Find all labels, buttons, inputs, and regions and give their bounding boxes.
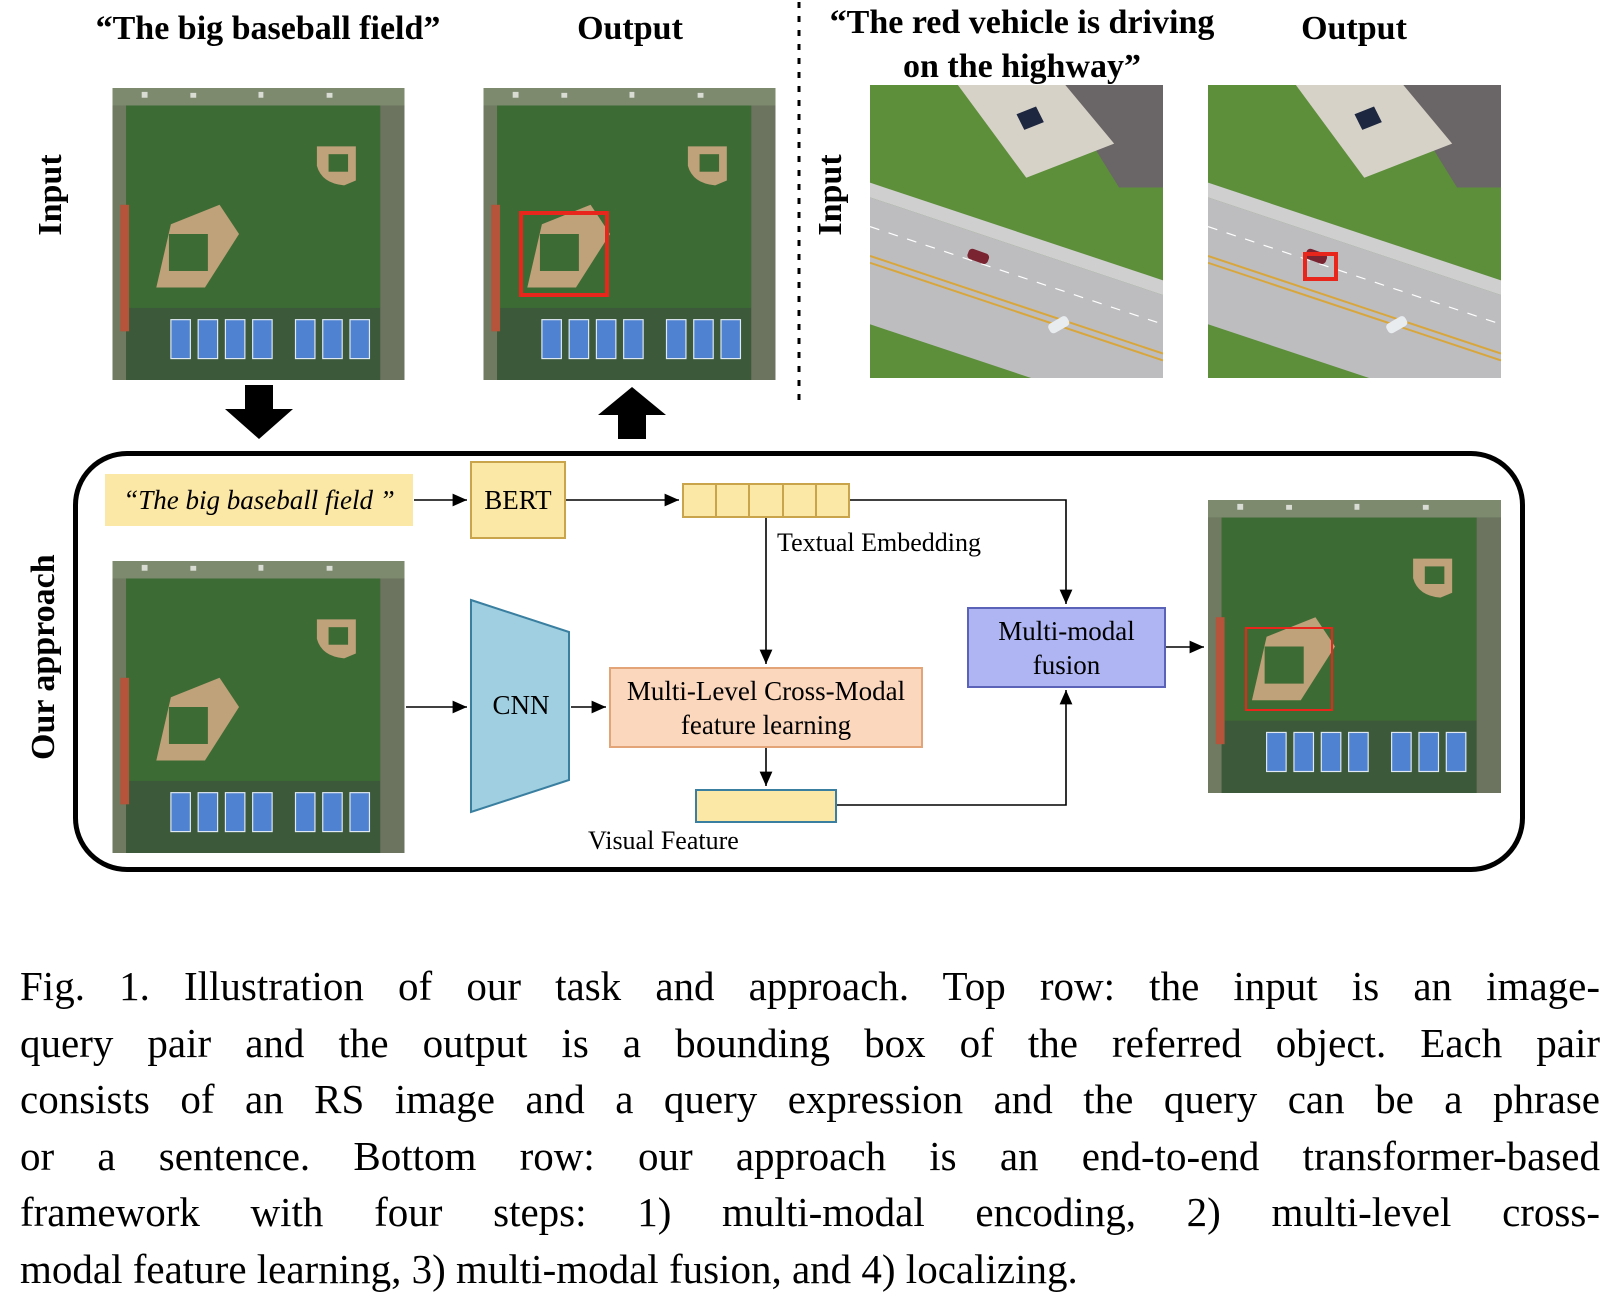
approach-input-image [112, 561, 405, 853]
cross-modal-learning-box: Multi-Level Cross-Modal feature learning [609, 667, 923, 748]
cross-modal-label-line1: Multi-Level Cross-Modal [627, 674, 905, 708]
embedding-cell [684, 485, 717, 516]
figure-caption: Fig. 1. Illustration of our task and app… [20, 958, 1600, 1297]
query-input-text: “The big baseball field ” [123, 483, 395, 517]
embedding-cell [817, 485, 848, 516]
cross-modal-label-line2: feature learning [681, 708, 851, 742]
embedding-cell [784, 485, 817, 516]
visual-feature-label: Visual Feature [588, 826, 739, 856]
cnn-label: CNN [469, 690, 573, 721]
caption-line: or a sentence. Bottom row: our approach … [20, 1128, 1600, 1185]
caption-line: consists of an RS image and a query expr… [20, 1071, 1600, 1128]
fusion-label-line2: fusion [1033, 648, 1101, 682]
bert-label: BERT [484, 483, 551, 517]
caption-line: Fig. 1. Illustration of our task and app… [20, 958, 1600, 1015]
embedding-cell [750, 485, 783, 516]
visual-feature-vector [695, 789, 837, 823]
caption-line: framework with four steps: 1) multi-moda… [20, 1184, 1600, 1241]
caption-line: modal feature learning, 3) multi-modal f… [20, 1241, 1600, 1297]
fusion-label-line1: Multi-modal [998, 614, 1135, 648]
bert-box: BERT [470, 461, 566, 539]
embedding-cell [717, 485, 750, 516]
textual-embedding-vector [682, 483, 850, 518]
textual-embedding-label: Textual Embedding [777, 528, 981, 558]
caption-line: query pair and the output is a bounding … [20, 1015, 1600, 1072]
multimodal-fusion-box: Multi-modal fusion [967, 607, 1166, 688]
query-input-box: “The big baseball field ” [105, 474, 413, 526]
approach-output-image [1208, 500, 1501, 793]
